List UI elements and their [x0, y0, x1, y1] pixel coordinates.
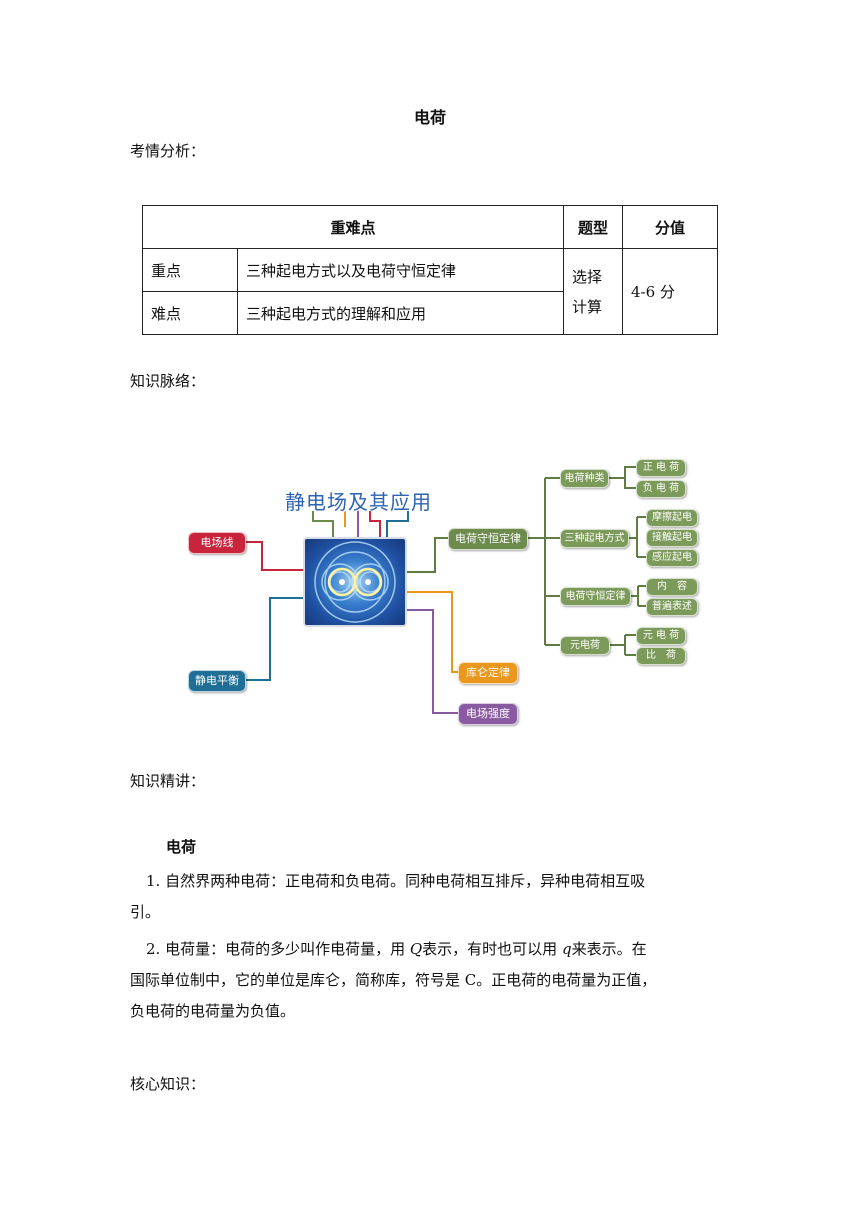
leaf-general: 普遍表述 — [646, 598, 698, 616]
node-three-methods: 三种起电方式 — [560, 529, 629, 548]
section-lecture: 知识精讲： — [130, 772, 206, 790]
page-title: 电荷 — [413, 108, 446, 127]
mind-map-title: 静电场及其应用 — [285, 490, 432, 514]
leaf-elem-charge: 元 电 荷 — [636, 627, 686, 645]
leaf-induction: 感应起电 — [646, 549, 698, 567]
node-charge-conservation: 电荷守恒定律 — [448, 528, 528, 550]
connector-coulomb — [403, 591, 458, 673]
row-content-key: 三种起电方式以及电荷守恒定律 — [237, 248, 564, 292]
row-content-difficult: 三种起电方式的理解和应用 — [237, 291, 564, 335]
node-charge-kinds: 电荷种类 — [560, 469, 609, 488]
node-coulomb-law: 库仑定律 — [458, 662, 518, 684]
section-context: 知识脉络： — [130, 372, 206, 390]
question-type-cell: 选择 计算 — [563, 248, 623, 335]
header-score: 分值 — [622, 205, 718, 249]
analysis-table: 重难点 题型 分值 重点 三种起电方式以及电荷守恒定律 选择 计算 4-6 分 … — [142, 205, 718, 335]
connector-field-lines — [244, 541, 303, 571]
p2-line-2: 国际单位制中，它的单位是库仑，简称库，符号是 C。正电荷的电荷量为正值， — [130, 971, 657, 989]
type-line-1: 选择 — [572, 267, 603, 286]
paragraph-1: 1. 自然界两种电荷：正电荷和负电荷。同种电荷相互排斥，异种电荷相互吸 引。 — [130, 866, 730, 928]
p2-line-3: 负电荷的电荷量为负值。 — [130, 1002, 296, 1020]
paragraph-2: 2. 电荷量：电荷的多少叫作电荷量，用 Q表示，有时也可以用 q来表示。在 国际… — [130, 934, 730, 1027]
leaf-content: 内 容 — [646, 578, 698, 596]
leaf-friction: 摩擦起电 — [646, 509, 698, 527]
leaf-negative: 负 电 荷 — [636, 480, 686, 498]
p2-line-1: 2. 电荷量：电荷的多少叫作电荷量，用 Q表示，有时也可以用 q来表示。在 — [146, 940, 647, 958]
node-electrostatic-equilibrium: 静电平衡 — [188, 670, 246, 692]
leaf-ratio: 比 荷 — [636, 647, 686, 665]
p1-line-1: 1. 自然界两种电荷：正电荷和负电荷。同种电荷相互排斥，异种电荷相互吸 — [146, 872, 646, 890]
dipole-field-icon — [314, 541, 396, 623]
node-conservation-law: 电荷守恒定律 — [560, 587, 631, 606]
connector-intensity — [403, 609, 458, 714]
section-analysis: 考情分析： — [130, 142, 206, 160]
connector-equilibrium — [244, 597, 303, 681]
lecture-heading: 电荷 — [166, 838, 197, 856]
node-elementary-charge: 元电荷 — [560, 636, 610, 655]
type-line-2: 计算 — [572, 297, 603, 316]
mind-map-center-image — [303, 537, 407, 627]
row-label-difficult: 难点 — [142, 291, 238, 335]
leaf-contact: 接触起电 — [646, 529, 698, 547]
score-cell: 4-6 分 — [622, 248, 718, 335]
node-field-lines: 电场线 — [188, 532, 246, 554]
p1-line-2: 引。 — [130, 903, 161, 921]
section-core: 核心知识： — [130, 1075, 206, 1093]
node-field-intensity: 电场强度 — [458, 703, 518, 725]
leaf-positive: 正 电 荷 — [636, 459, 686, 477]
connector-conservation — [403, 537, 448, 573]
